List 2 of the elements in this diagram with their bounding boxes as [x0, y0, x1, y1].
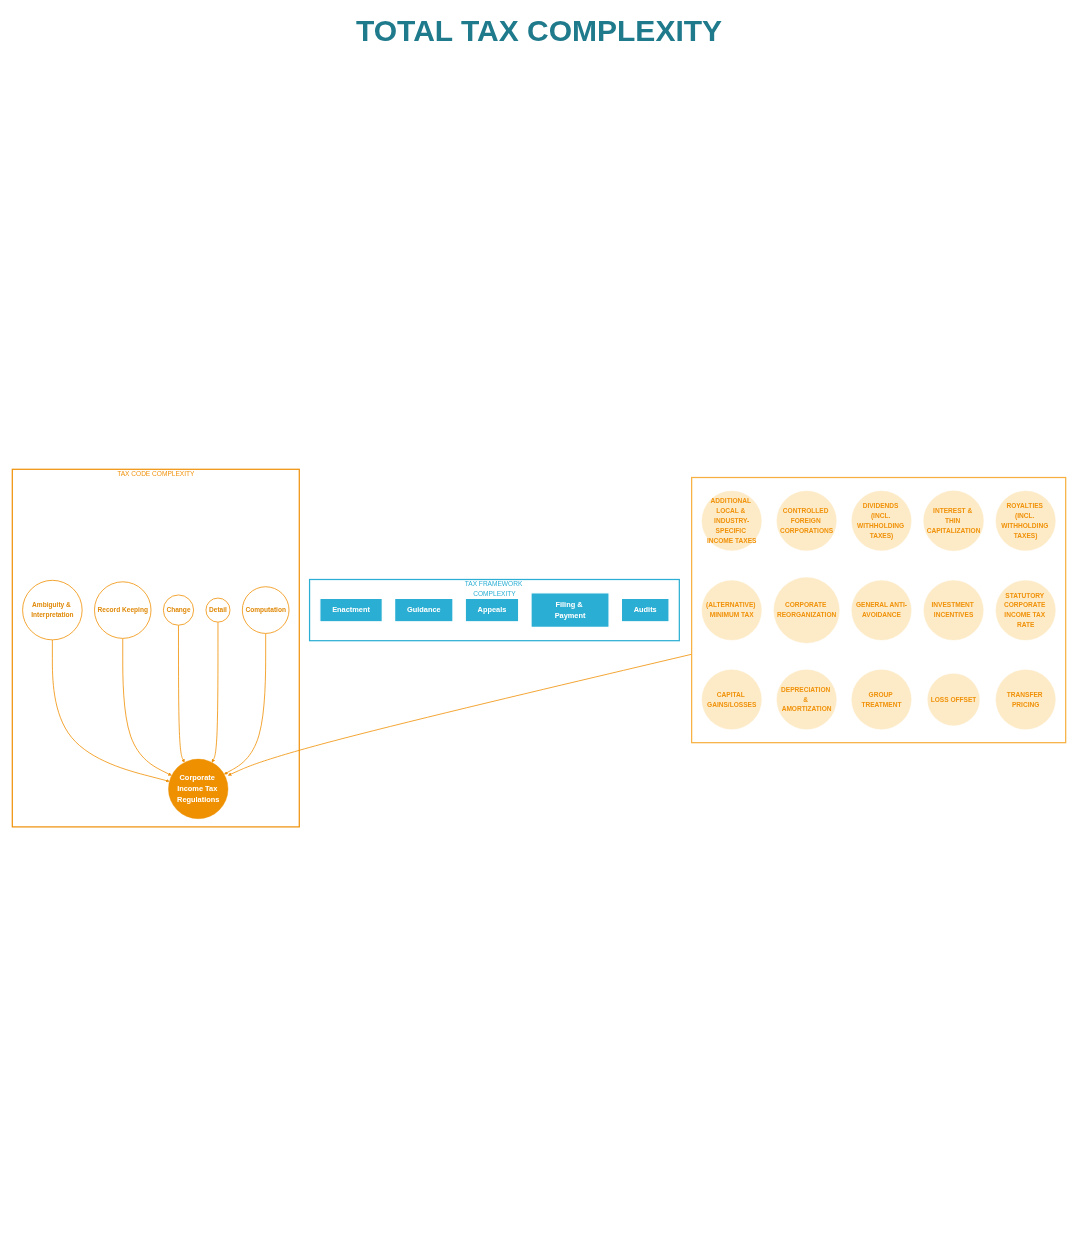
diagram-title: TOTAL TAX COMPLEXITY — [355, 14, 723, 48]
cluster — [691, 477, 1067, 744]
